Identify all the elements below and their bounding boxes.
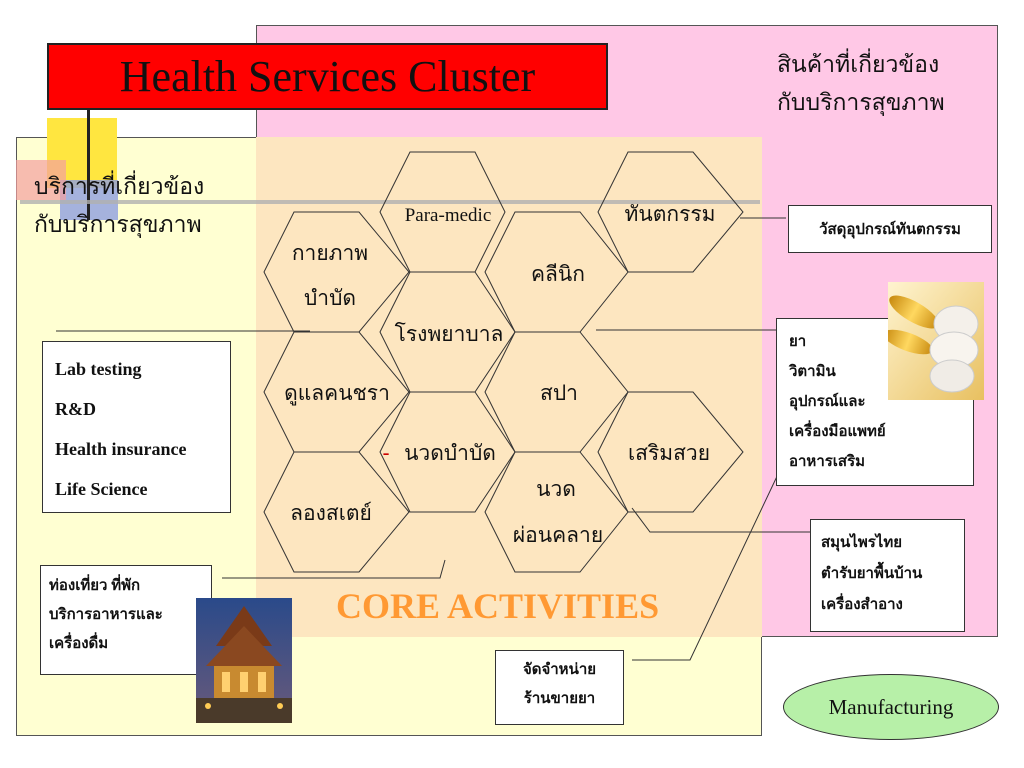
hex-label-dash: - <box>382 441 389 465</box>
herbal-box-item: สมุนไพรไทย <box>821 535 903 551</box>
decor-vertical-line <box>87 110 90 220</box>
connector-line <box>222 559 446 579</box>
hex-label-relax-1: นวด <box>536 477 576 501</box>
related-services-label-line: บริการที่เกี่ยวข้อง <box>34 174 205 200</box>
hex-label-clinic: คลีนิก <box>531 262 585 286</box>
medicine-box-item: อาหารเสริม <box>789 454 866 470</box>
tourism-box-item: เครื่องดื่ม <box>49 636 109 652</box>
hexagon-longstay <box>263 451 410 573</box>
lab-box-item: R&D <box>55 399 96 419</box>
hex-label-longstay: ลองสเตย์ <box>290 501 372 525</box>
lab-box-item: Lab testing <box>55 359 142 379</box>
hex-label-spa: สปา <box>540 381 578 405</box>
connector-line <box>632 469 781 661</box>
herbal-box-item: ตำรับยาพื้นบ้าน <box>821 566 923 582</box>
tourism-box-item: บริการอาหารและ <box>49 607 163 623</box>
hexagon-relaxation-massage <box>484 451 629 573</box>
hex-label-physio-2: บำบัด <box>304 286 356 310</box>
medicine-box-item: เครื่องมือแพทย์ <box>789 424 886 440</box>
thai-pavilion-image <box>196 598 292 723</box>
hex-label-paramedic: Para-medic <box>405 205 492 226</box>
distribution-box: จัดจำหน่าย ร้านขายยา <box>495 650 624 725</box>
hex-label-elderly: ดูแลคนชรา <box>284 381 390 406</box>
herbal-products-box: สมุนไพรไทย ตำรับยาพื้นบ้าน เครื่องสำอาง <box>810 519 965 632</box>
hex-label-beauty: เสริมสวย <box>628 441 710 465</box>
related-products-label-line: กับบริการสุขภาพ <box>777 90 945 116</box>
hex-label-physio-1: กายภาพ <box>292 241 368 265</box>
herbal-box-item: เครื่องสำอาง <box>821 597 903 613</box>
hexagon-physiotherapy <box>263 211 410 333</box>
distribution-box-item: จัดจำหน่าย <box>522 662 597 678</box>
lab-services-box: Lab testing R&D Health insurance Life Sc… <box>42 341 231 513</box>
pills-image <box>888 282 984 400</box>
related-products-label-line: สินค้าที่เกี่ยวข้อง <box>777 52 940 78</box>
distribution-box-item: ร้านขายยา <box>523 691 596 707</box>
related-services-label-line: กับบริการสุขภาพ <box>34 212 202 238</box>
lab-box-item: Life Science <box>55 479 148 499</box>
decor-red-square <box>16 160 66 200</box>
connector-line <box>631 507 810 533</box>
hex-label-relax-2: ผ่อนคลาย <box>513 523 603 547</box>
tourism-services-box: ท่องเที่ยว ที่พัก บริการอาหารและ เครื่อง… <box>40 565 212 675</box>
tourism-box-item: ท่องเที่ยว ที่พัก <box>49 578 141 594</box>
medicine-box-item: ยา <box>789 334 807 350</box>
page-title: Health Services Cluster <box>47 43 608 110</box>
lab-box-item: Health insurance <box>55 439 187 459</box>
related-services-label: บริการที่เกี่ยวข้อง กับบริการสุขภาพ <box>34 168 204 244</box>
decor-horizontal-line <box>20 200 760 204</box>
hex-label-hospital: โรงพยาบาล <box>395 322 504 346</box>
core-activities-region <box>256 137 762 637</box>
dental-supplies-box: วัสดุอุปกรณ์ทันตกรรม <box>788 205 992 253</box>
manufacturing-ellipse: Manufacturing <box>783 674 999 740</box>
medicine-box-item: วิตามิน <box>789 364 836 380</box>
medicine-box-item: อุปกรณ์และ <box>789 394 866 410</box>
core-activities-label: CORE ACTIVITIES <box>336 586 660 626</box>
hex-label-massage-therapy: นวดบำบัด <box>404 441 496 465</box>
related-products-label: สินค้าที่เกี่ยวข้อง กับบริการสุขภาพ <box>777 46 945 122</box>
hex-label-dental: ทันตกรรม <box>625 202 716 226</box>
